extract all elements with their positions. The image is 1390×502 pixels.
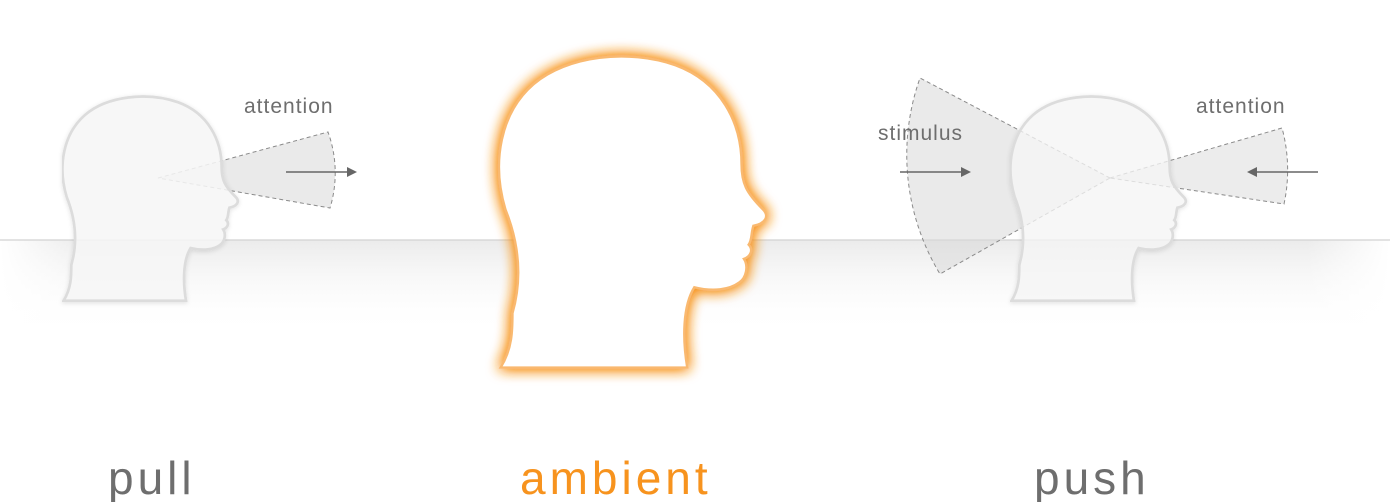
push-stimulus-label: stimulus — [878, 122, 963, 145]
push-attention-label: attention — [1196, 95, 1286, 118]
ambient-group: ambient — [499, 56, 766, 502]
ambient-label: ambient — [520, 452, 712, 502]
pull-attention-label: attention — [244, 95, 334, 118]
push-label: push — [1034, 452, 1150, 502]
pull-label: pull — [108, 452, 196, 502]
